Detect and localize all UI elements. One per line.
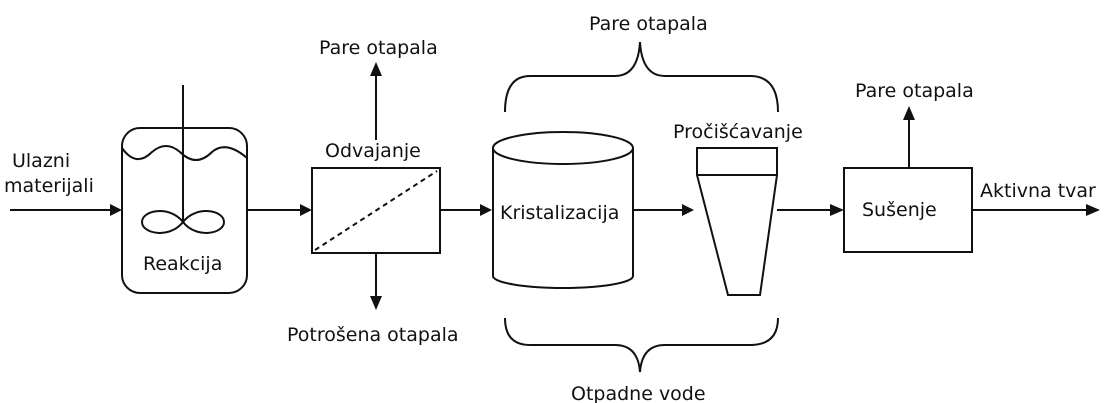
spent-arrowhead xyxy=(370,296,382,310)
drying-label: Sušenje xyxy=(862,199,937,221)
crystallization-label: Kristalizacija xyxy=(500,202,619,224)
purification-label: Pročišćavanje xyxy=(673,121,803,143)
purifier-vessel xyxy=(696,147,778,296)
top-brace xyxy=(504,41,779,113)
vapor-label-drying: Pare otapala xyxy=(855,80,974,102)
input-arrowhead xyxy=(110,204,122,216)
separator-membrane xyxy=(314,170,438,251)
spent-solvents-label: Potrošena otapala xyxy=(287,324,459,346)
vapor-label-crystallization: Pare otapala xyxy=(589,13,708,35)
output-arrowhead xyxy=(1086,204,1100,216)
vapor-arrowhead-separation xyxy=(370,62,382,76)
wastewater-label: Otpadne vode xyxy=(571,383,706,403)
reactor-liquid-wave xyxy=(121,145,248,161)
input-label-line2: materijali xyxy=(4,175,94,197)
crystallizer-body xyxy=(492,148,634,289)
input-label-line1: Ulazni xyxy=(12,150,70,172)
bottom-brace xyxy=(504,317,779,373)
separation-label: Odvajanje xyxy=(325,140,421,162)
arrowhead-purification xyxy=(682,204,694,216)
reaction-label: Reakcija xyxy=(143,253,222,275)
arrowhead-crystallization xyxy=(480,204,492,216)
output-label: Aktivna tvar xyxy=(980,180,1096,202)
vapor-arrowhead-drying xyxy=(903,106,915,120)
agitator-impeller xyxy=(140,210,226,234)
arrowhead-drying xyxy=(830,204,844,216)
crystallizer-top xyxy=(492,131,634,165)
arrowhead-separation xyxy=(300,204,312,216)
dryer-box xyxy=(843,167,973,253)
vapor-label-separation: Pare otapala xyxy=(319,37,438,59)
